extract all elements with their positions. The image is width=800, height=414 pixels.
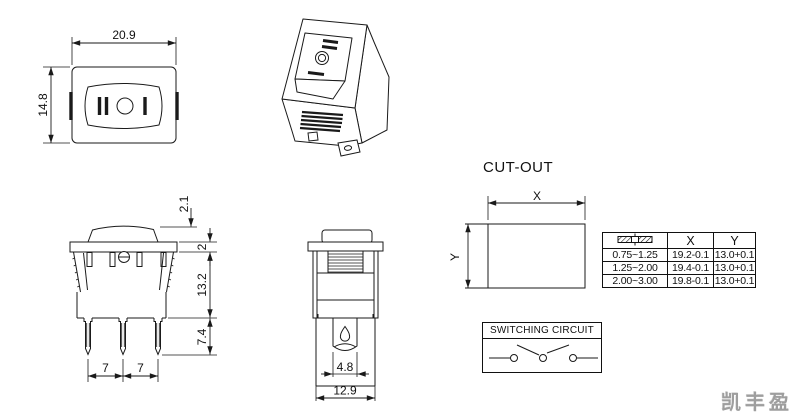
- terminal-end: [332, 318, 358, 351]
- spdt-circuit-diagram: [489, 344, 598, 362]
- body-lower-end: [315, 314, 376, 387]
- table-row: 0.75~1.25 19.2-0.1 13.0+0.1: [602, 248, 756, 262]
- terminal-stub: [307, 131, 319, 142]
- side-view-drawing: 2.1 2 13.2 7.4 7 7: [69, 195, 217, 382]
- panel-thickness-header: [602, 232, 668, 249]
- x-value: 19.4-0.1: [667, 261, 714, 275]
- terminal-hole: [343, 145, 353, 151]
- front-view-drawing: 20.9 14.8: [36, 28, 179, 144]
- cutout-x-label: X: [533, 189, 541, 203]
- terminal-lug: [337, 139, 361, 157]
- col-header-y: Y: [713, 232, 756, 249]
- table-row: 1.25~2.00 19.4-0.1 13.0+0.1: [602, 261, 756, 275]
- rocker-front: [84, 83, 163, 129]
- pin-pitch-right-dim: 7: [137, 361, 144, 375]
- x-value: 19.2-0.1: [667, 248, 714, 262]
- y-value: 13.0+0.1: [713, 261, 756, 275]
- body-depth-dim: 13.2: [195, 273, 209, 297]
- right-snap-clip: [159, 251, 175, 293]
- rocker-side: [87, 225, 159, 243]
- panel-thickness-hatch-icon: [617, 233, 653, 246]
- terminal-length-dim: 7.4: [195, 328, 209, 345]
- brand-watermark: 凯丰盈: [721, 392, 793, 414]
- rocker-end: [321, 229, 373, 244]
- cutout-rectangle: [487, 223, 586, 289]
- terminal-width-dim: 4.8: [337, 360, 354, 374]
- thickness-range: 0.75~1.25: [602, 248, 668, 262]
- col-header-x: X: [667, 232, 714, 249]
- rocker-marks-iso: [307, 39, 339, 76]
- bezel-thickness-dim: 2: [195, 243, 209, 250]
- terminal-node-left: [510, 354, 518, 362]
- terminal-node-center: [539, 354, 547, 362]
- panel-cutout-table: X Y 0.75~1.25 19.2-0.1 13.0+0.1 1.25~2.0…: [602, 232, 756, 288]
- terminals-side: [83, 318, 163, 356]
- body-width-dim: 12.9: [333, 384, 357, 398]
- bezel-end: [307, 241, 384, 252]
- front-height-dim: 14.8: [36, 93, 50, 117]
- table-row: 2.00~3.00 19.8-0.1 13.0+0.1: [602, 274, 756, 288]
- y-value: 13.0+0.1: [713, 274, 756, 288]
- y-value: 13.0+0.1: [713, 248, 756, 262]
- contact-blade-left: [516, 344, 540, 356]
- front-width-dim: 20.9: [112, 28, 136, 42]
- isometric-view-drawing: [281, 18, 390, 157]
- bezel-pegs: [86, 252, 167, 267]
- end-view-drawing: 4.8 12.9: [307, 229, 384, 401]
- table-header-row: X Y: [602, 232, 756, 249]
- contact-blade-right: [546, 344, 570, 354]
- rocker-front-face: [294, 78, 346, 100]
- pin-pitch-left-dim: 7: [102, 361, 109, 375]
- switching-circuit-box: SWITCHING CIRCUIT: [482, 322, 602, 373]
- left-snap-clip: [72, 251, 88, 293]
- thickness-range: 2.00~3.00: [602, 274, 668, 288]
- switching-circuit-title: SWITCHING CIRCUIT: [483, 323, 601, 339]
- cutout-drawing: X Y: [448, 189, 586, 289]
- rocker-underside-ribs: [299, 110, 344, 133]
- terminal-node-right: [569, 354, 577, 362]
- cutout-title: CUT-OUT: [483, 159, 554, 176]
- body-side: [76, 292, 167, 319]
- body-ribs: [328, 253, 363, 273]
- thickness-range: 1.25~2.00: [602, 261, 668, 275]
- rocker-position-marks: [97, 97, 147, 115]
- cutout-y-label: Y: [448, 253, 462, 261]
- pivot-mark: [118, 251, 130, 263]
- x-value: 19.8-0.1: [667, 274, 714, 288]
- bezel-side: [69, 241, 178, 253]
- terminal-teardrop-hole: [339, 325, 351, 342]
- body-upper-end: [312, 250, 379, 319]
- rocker-height-dim: 2.1: [177, 195, 191, 212]
